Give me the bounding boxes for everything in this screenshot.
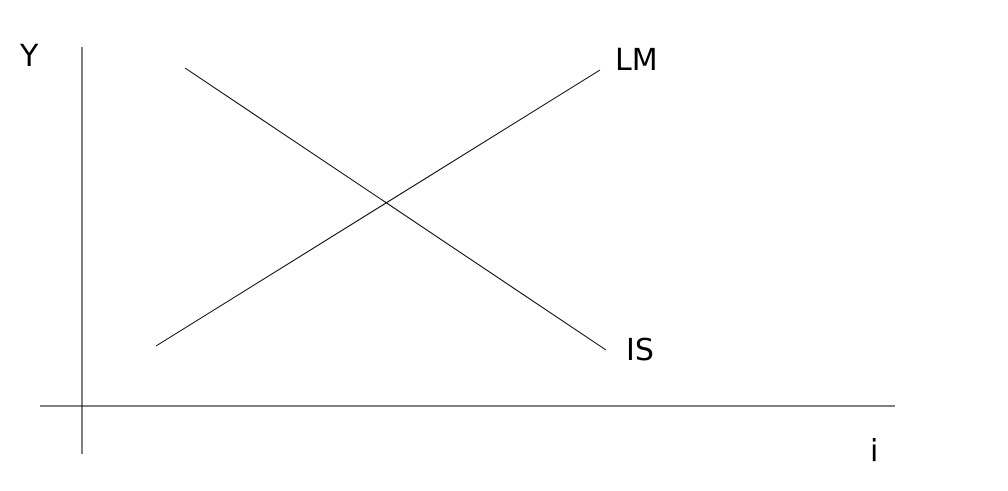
is-curve xyxy=(184,67,607,351)
lm-curve-label: LM xyxy=(615,43,658,78)
is-curve-label: IS xyxy=(626,333,654,368)
y-axis-label: Y xyxy=(19,39,39,74)
x-axis-label: i xyxy=(870,434,878,469)
lm-curve xyxy=(155,69,601,347)
